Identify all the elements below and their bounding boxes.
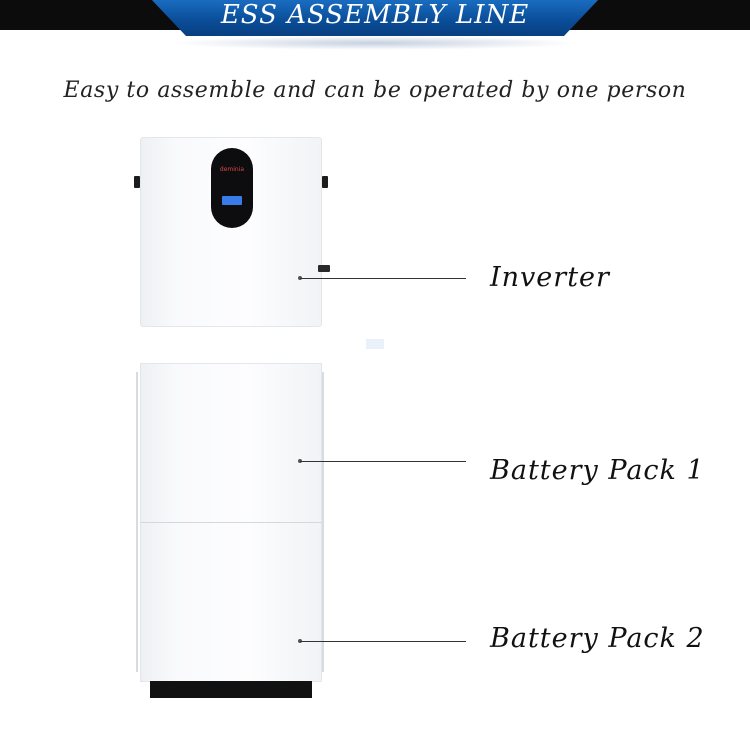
battery-pack-1-label: Battery Pack 1 xyxy=(490,455,705,486)
subtitle: Easy to assemble and can be operated by … xyxy=(63,78,687,103)
brand-logo: deminia xyxy=(219,166,245,173)
header-banner xyxy=(150,0,600,36)
left-side-rail xyxy=(136,372,138,672)
left-handle-icon xyxy=(134,176,140,188)
control-panel xyxy=(211,148,253,228)
battery-pack-1-module xyxy=(140,363,322,523)
lcd-screen xyxy=(222,196,242,205)
header-banner-shadow xyxy=(170,36,580,50)
battery-pack-1-leader-line xyxy=(300,461,466,462)
inverter-label: Inverter xyxy=(490,262,610,293)
right-handle-icon xyxy=(322,176,328,188)
header-title: ESS ASSEMBLY LINE xyxy=(220,0,530,30)
battery-pack-2-module xyxy=(140,522,322,682)
device-base xyxy=(150,681,312,698)
gap-marker xyxy=(366,339,384,349)
battery-pack-2-leader-line xyxy=(300,641,466,642)
inverter-leader-line xyxy=(300,278,466,279)
cable-port-icon xyxy=(318,265,330,272)
right-side-rail xyxy=(322,372,324,672)
battery-pack-2-label: Battery Pack 2 xyxy=(490,623,705,654)
